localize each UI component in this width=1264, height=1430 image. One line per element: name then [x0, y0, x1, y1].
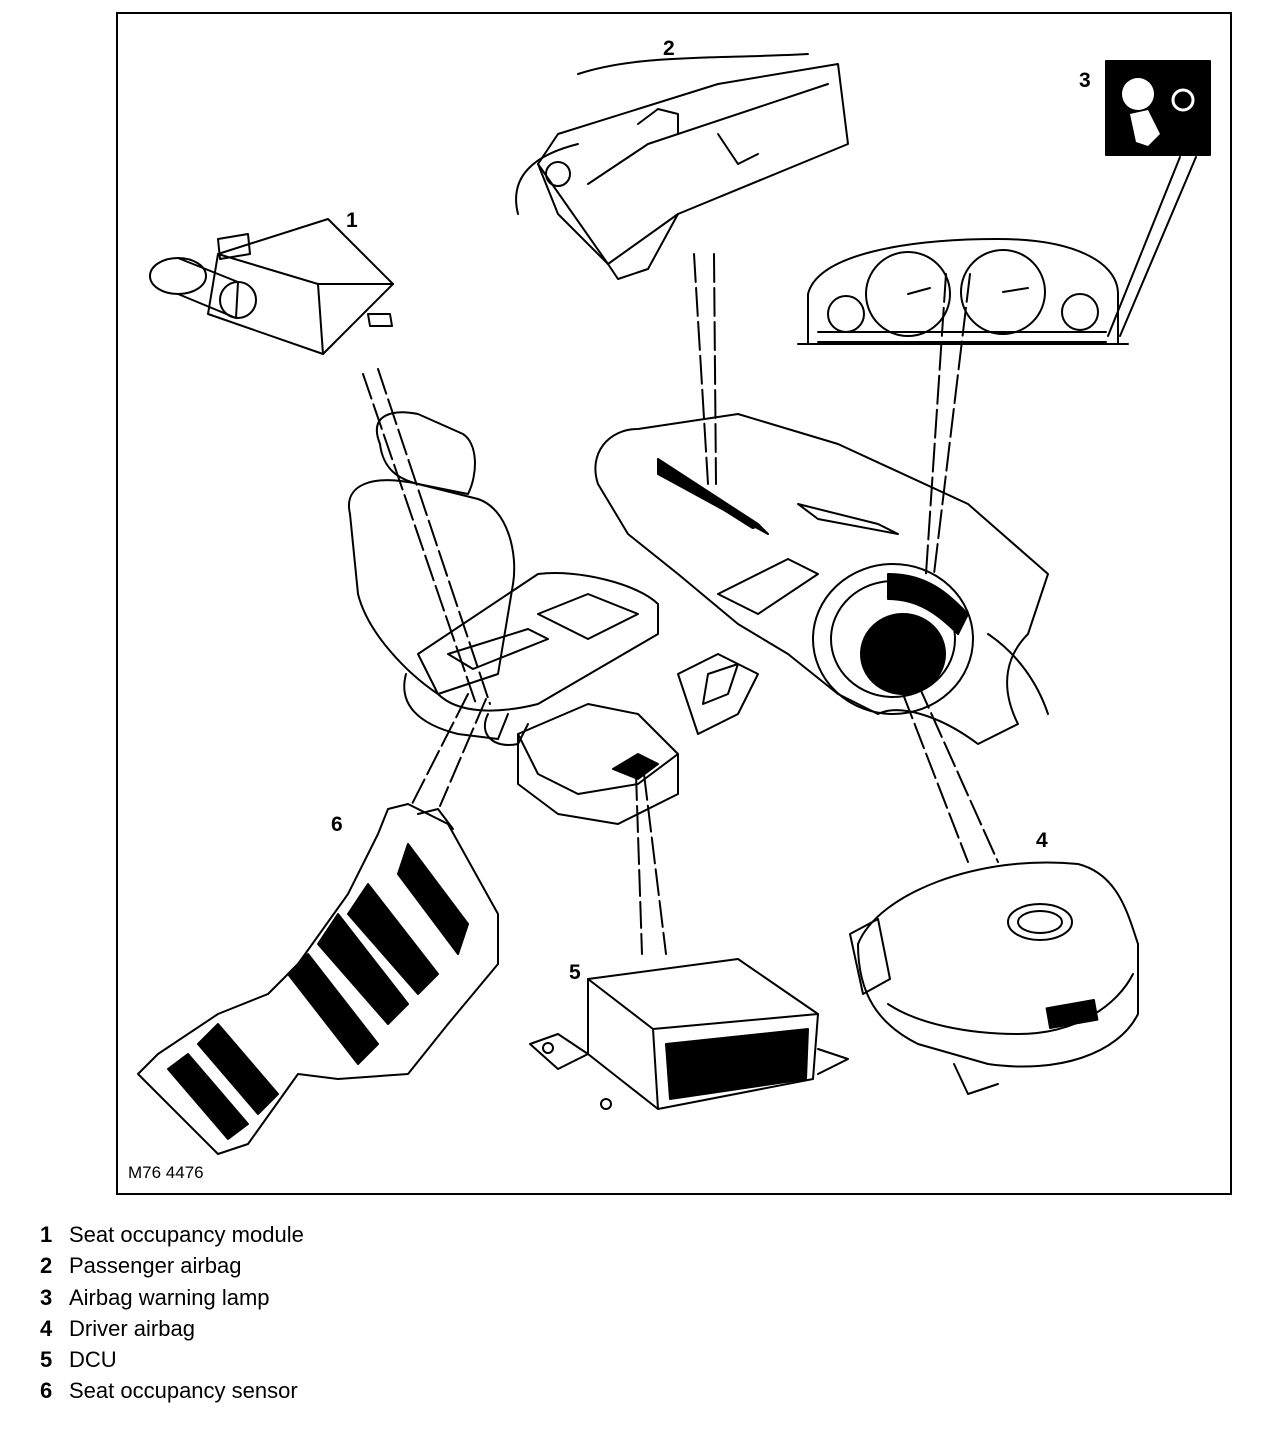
legend-label: Airbag warning lamp: [69, 1284, 270, 1310]
legend-item: 5 DCU: [40, 1344, 304, 1375]
dashboard-illustration: [517, 413, 1049, 825]
callout-3: 3: [1079, 69, 1091, 92]
airbag-warning-lamp-icon: [1105, 60, 1211, 156]
dcu-illustration: [529, 958, 849, 1110]
legend-label: Passenger airbag: [69, 1253, 242, 1279]
callout-4: 4: [1036, 829, 1048, 852]
driver-airbag-illustration: [849, 861, 1139, 1095]
legend-item: 6 Seat occupancy sensor: [40, 1375, 304, 1406]
seat-occupancy-module-illustration: [149, 218, 394, 355]
passenger-airbag-illustration: [515, 53, 849, 280]
legend-item: 1 Seat occupancy module: [40, 1219, 304, 1250]
diagram-artwork: [137, 53, 1211, 1155]
legend-number: 3: [40, 1284, 53, 1310]
figure-reference-code: M76 4476: [128, 1163, 204, 1182]
callout-2: 2: [663, 37, 675, 60]
legend-number: 1: [40, 1222, 53, 1247]
callout-6: 6: [331, 813, 343, 836]
legend-item: 4 Driver airbag: [40, 1313, 304, 1344]
airbag-lamp-bag: [1171, 88, 1195, 112]
diagram-frame: 1 2 3 4 5 6 M76 4476: [116, 12, 1232, 1195]
legend-list: 1 Seat occupancy module 2 Passenger airbag…: [40, 1219, 304, 1407]
seat-occupancy-sensor-illustration: [137, 803, 499, 1155]
legend-number: 4: [40, 1315, 53, 1341]
legend-number: 2: [40, 1253, 53, 1279]
legend-item: 3 Airbag warning lamp: [40, 1282, 304, 1313]
airbag-lamp-person-body: [1130, 110, 1160, 146]
legend-label: DCU: [69, 1347, 117, 1373]
callout-5: 5: [569, 961, 581, 984]
airbag-lamp-person-head: [1122, 78, 1154, 110]
legend-label: Driver airbag: [69, 1315, 195, 1341]
callout-1: 1: [346, 209, 358, 232]
legend-number: 5: [40, 1347, 53, 1373]
seat-illustration: [347, 411, 659, 746]
legend-item: 2 Passenger airbag: [40, 1250, 304, 1281]
legend-label: Seat occupancy sensor: [69, 1378, 298, 1404]
legend-number: 6: [40, 1378, 53, 1404]
legend-label: Seat occupancy module: [69, 1222, 304, 1247]
